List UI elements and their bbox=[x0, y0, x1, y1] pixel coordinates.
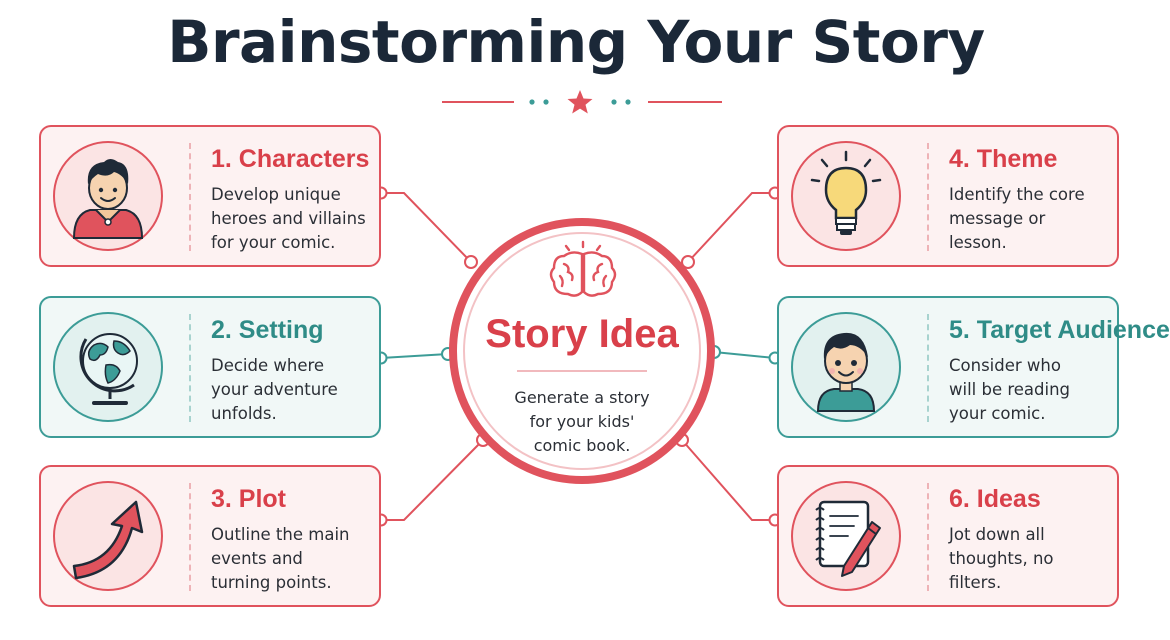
connector-characters bbox=[381, 192, 472, 263]
center-title: Story Idea bbox=[485, 312, 679, 356]
card-characters: 1. Characters Develop unique heroes and … bbox=[39, 125, 381, 267]
card-title: 5. Target Audience bbox=[949, 316, 1170, 344]
card-plot: 3. Plot Outline the main events and turn… bbox=[39, 465, 381, 607]
page-title: Brainstorming Your Story bbox=[167, 8, 985, 76]
connector-audience bbox=[713, 351, 776, 359]
child-face-icon bbox=[816, 332, 876, 412]
star-icon bbox=[567, 90, 593, 114]
center-description: Generate a story for your kids' comic bo… bbox=[514, 388, 650, 455]
card-setting: 2. Setting Decide where your adventure u… bbox=[39, 296, 381, 438]
card-title: 1. Characters bbox=[211, 145, 370, 173]
arrow-up-curve-icon bbox=[72, 500, 144, 580]
connector-theme bbox=[687, 192, 775, 263]
card-title: 2. Setting bbox=[211, 316, 324, 344]
card-title: 6. Ideas bbox=[949, 485, 1041, 513]
connector-setting bbox=[380, 353, 449, 359]
connector-plot bbox=[381, 439, 484, 521]
card-theme: 4. Theme Identify the core message or le… bbox=[777, 125, 1119, 267]
card-description: Outline the main events and turning poin… bbox=[211, 525, 350, 592]
hero-boy-icon bbox=[72, 159, 144, 239]
globe-icon bbox=[79, 333, 138, 405]
card-ideas: 6. Ideas Jot down all thoughts, no filte… bbox=[777, 465, 1119, 607]
card-description: Jot down all thoughts, no filters. bbox=[949, 525, 1054, 592]
connector-ideas bbox=[681, 439, 775, 521]
card-title: 4. Theme bbox=[949, 145, 1058, 173]
center-hub-story-idea: Story Idea Generate a story for your kid… bbox=[449, 218, 715, 484]
card-description: Consider who will be reading your comic. bbox=[949, 356, 1071, 423]
notebook-pencil-icon bbox=[815, 500, 881, 577]
card-description: Identify the core message or lesson. bbox=[949, 185, 1085, 252]
title-ornament bbox=[442, 90, 722, 114]
card-audience: 5. Target Audience Consider who will be … bbox=[777, 296, 1170, 438]
brain-icon bbox=[549, 240, 617, 297]
card-title: 3. Plot bbox=[211, 485, 287, 513]
lightbulb-icon bbox=[810, 150, 882, 235]
card-description: Decide where your adventure unfolds. bbox=[211, 356, 338, 423]
card-description: Develop unique heroes and villains for y… bbox=[211, 185, 366, 252]
